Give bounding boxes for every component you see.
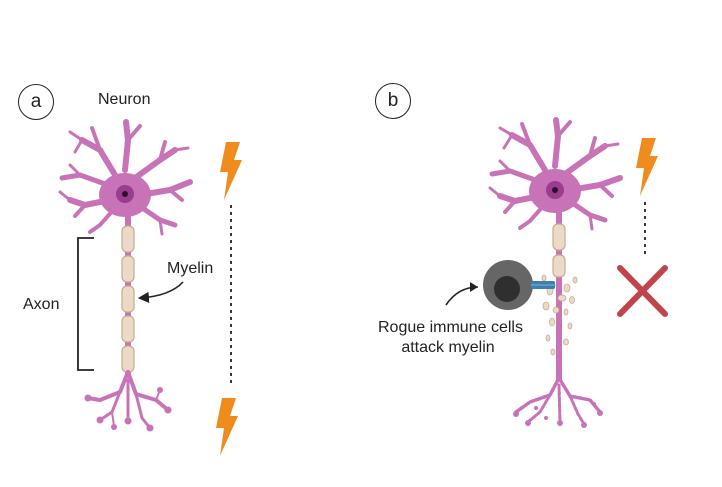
- myelin-segment: [552, 254, 566, 278]
- myelin-remaining-b: [552, 223, 566, 278]
- immune-caption-line2: attack myelin: [401, 339, 495, 356]
- immune-arrowhead: [470, 282, 478, 292]
- myelin-segment: [552, 223, 566, 251]
- myelin-segment: [121, 315, 135, 343]
- panel-a-label: a: [18, 84, 54, 120]
- neuron-label: Neuron: [98, 91, 151, 108]
- lightning-icon: [220, 142, 242, 200]
- axon-label: Axon: [23, 296, 60, 313]
- myelin-label: Myelin: [167, 260, 214, 277]
- myelin-segment: [121, 285, 135, 313]
- neuron-b: [488, 117, 623, 428]
- terminal-buttons-b: [513, 402, 603, 428]
- neuron-a: [58, 119, 193, 432]
- block-cross-icon: [617, 265, 668, 317]
- panel-b-label: b: [375, 83, 411, 119]
- lightning-icon: [216, 398, 238, 456]
- immune-caption-line1: Rogue immune cells: [378, 319, 523, 336]
- lightning-icon: [636, 138, 658, 196]
- dendrites-a: [58, 119, 193, 236]
- immune-cell: [483, 260, 556, 310]
- axon-bracket: [77, 237, 94, 371]
- myelin-segment: [121, 345, 135, 373]
- myelin-debris: [541, 274, 578, 356]
- dendrites-b: [488, 117, 623, 231]
- damaged-terminals-b: [514, 376, 602, 426]
- nucleolus-a: [122, 191, 128, 197]
- myelin-sheaths-a: [121, 225, 135, 373]
- immune-caption: Rogue immune cells attack myelin: [378, 318, 523, 358]
- myelin-arrow: [137, 281, 184, 303]
- nucleolus-b: [552, 187, 558, 193]
- terminal-buttons-a: [84, 387, 172, 432]
- myelin-segment: [121, 225, 135, 253]
- axon-terminals-a: [86, 370, 170, 430]
- myelin-segment: [121, 255, 135, 283]
